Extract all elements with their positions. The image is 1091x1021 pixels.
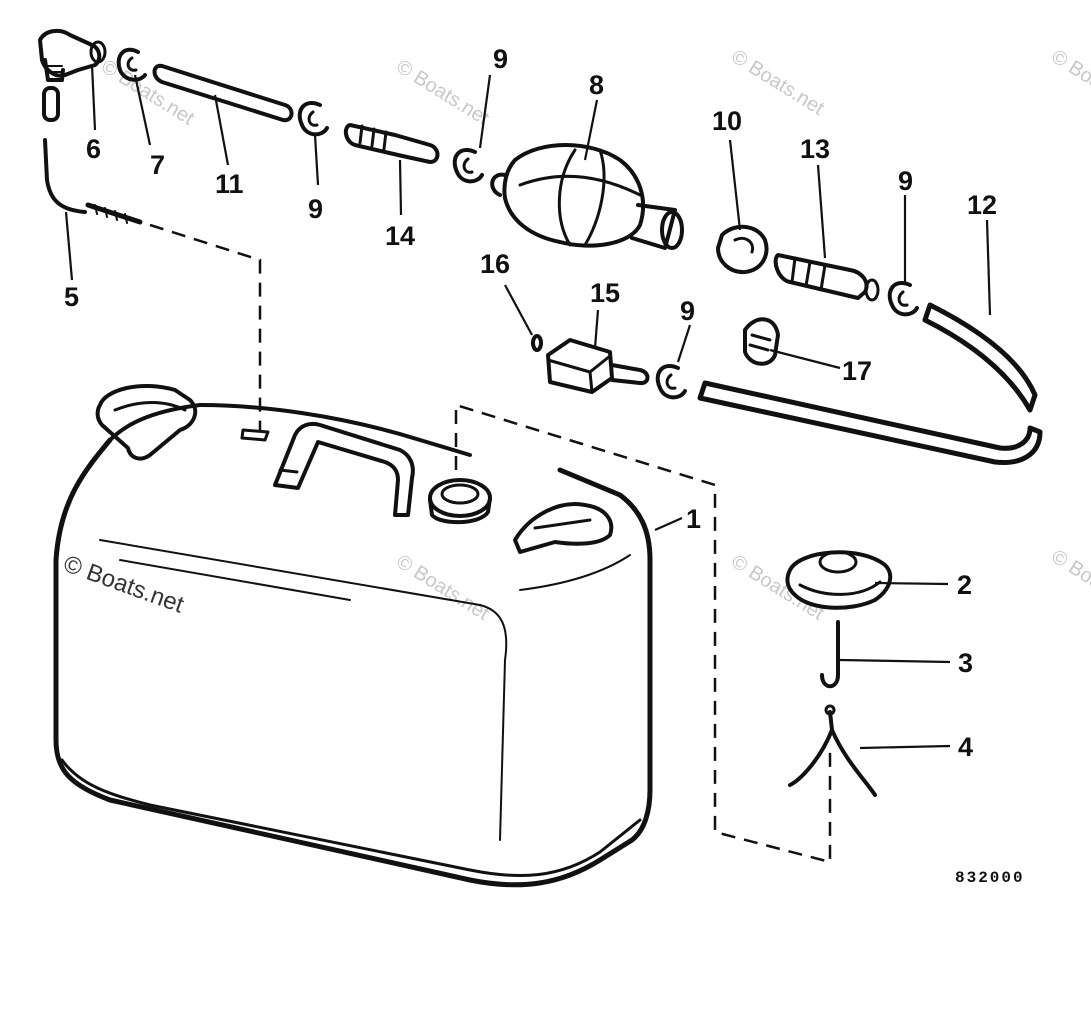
faint-watermarks: © Boats.net © Boats.net © Boats.net © Bo… bbox=[97, 46, 1091, 625]
part-label-11: 11 bbox=[215, 169, 244, 199]
watermark-faint: © Boats.net bbox=[727, 46, 828, 120]
retainer-4 bbox=[788, 704, 877, 797]
hose-11 bbox=[152, 63, 294, 123]
drawing-number: 832000 bbox=[955, 869, 1025, 887]
part-label-8: 8 bbox=[589, 70, 604, 100]
part-label-9c: 9 bbox=[898, 166, 913, 196]
part-label-6: 6 bbox=[86, 134, 101, 164]
part-label-5: 5 bbox=[64, 282, 79, 312]
clamp-9b bbox=[452, 148, 484, 184]
clamp-9c bbox=[887, 281, 919, 317]
part-label-10: 10 bbox=[712, 106, 742, 136]
watermark-faint: © Boats.net bbox=[97, 56, 198, 130]
watermark-faint: © Boats.net bbox=[1047, 46, 1091, 120]
watermark-faint: © Boats.net bbox=[1047, 546, 1091, 620]
watermark-faint: © Boats.net bbox=[727, 551, 828, 625]
clamp-9a bbox=[297, 101, 329, 137]
fuel-cap-2 bbox=[785, 550, 893, 610]
part-label-1: 1 bbox=[686, 504, 701, 534]
watermark-faint: © Boats.net bbox=[392, 551, 493, 625]
clamp-10 bbox=[716, 224, 769, 275]
part-label-13: 13 bbox=[800, 134, 830, 164]
hose-12 bbox=[697, 302, 1043, 466]
part-label-4: 4 bbox=[958, 732, 973, 762]
part-label-9a: 9 bbox=[493, 44, 508, 74]
part-label-2: 2 bbox=[957, 570, 972, 600]
dashed-leader-lines bbox=[149, 223, 832, 864]
connector-15 bbox=[546, 338, 650, 394]
clamp-7 bbox=[116, 47, 147, 82]
chain-3 bbox=[820, 620, 840, 689]
part-labels: 1 2 3 4 5 6 7 8 9 9 9 9 10 11 12 13 14 1… bbox=[64, 44, 997, 762]
part-label-12: 12 bbox=[967, 190, 997, 220]
small-hose-5 bbox=[42, 86, 143, 225]
part-label-17: 17 bbox=[842, 356, 872, 386]
connector-14 bbox=[343, 123, 440, 164]
elbow-fitting bbox=[38, 28, 107, 82]
part-label-7: 7 bbox=[150, 150, 165, 180]
part-label-9d: 9 bbox=[680, 296, 695, 326]
fuel-tank bbox=[53, 383, 653, 888]
part-label-15: 15 bbox=[590, 278, 620, 308]
o-ring-16 bbox=[531, 334, 543, 352]
clip-17 bbox=[743, 317, 780, 366]
part-label-9b: 9 bbox=[308, 194, 323, 224]
connector-13 bbox=[773, 253, 880, 302]
part-label-3: 3 bbox=[958, 648, 973, 678]
watermark-faint: © Boats.net bbox=[392, 56, 493, 130]
clamp-9d bbox=[655, 364, 687, 400]
part-label-14: 14 bbox=[385, 221, 415, 251]
primer-bulb bbox=[490, 143, 684, 250]
label-leaders bbox=[64, 64, 992, 750]
part-label-16: 16 bbox=[480, 249, 510, 279]
